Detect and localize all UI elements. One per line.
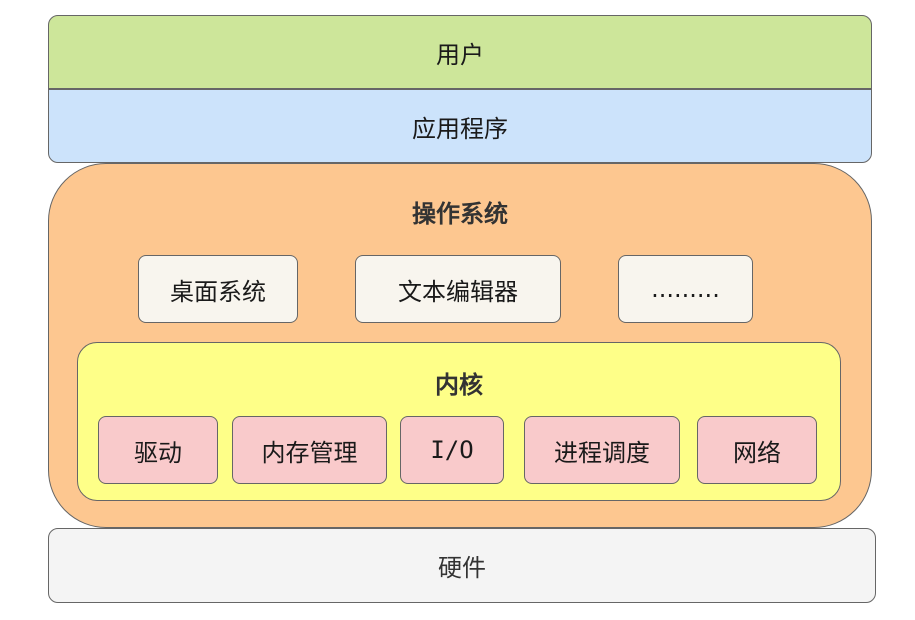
kernel-box: 内核 驱动 内存管理 I/O 进程调度 网络 bbox=[77, 342, 841, 501]
more-apps-label: ......... bbox=[651, 275, 720, 303]
text-editor-box: 文本编辑器 bbox=[355, 255, 561, 323]
operating-system-title: 操作系统 bbox=[412, 200, 508, 228]
applications-layer-label: 应用程序 bbox=[412, 114, 508, 143]
kernel-module-network: 网络 bbox=[697, 416, 817, 484]
kernel-module-process-scheduling-label: 进程调度 bbox=[554, 438, 650, 467]
hardware-layer: 硬件 bbox=[48, 528, 876, 603]
desktop-system-box: 桌面系统 bbox=[138, 255, 298, 323]
kernel-module-memory-management-label: 内存管理 bbox=[261, 438, 358, 467]
kernel-module-driver-label: 驱动 bbox=[134, 438, 182, 467]
kernel-module-driver: 驱动 bbox=[98, 416, 218, 484]
user-layer: 用户 bbox=[48, 15, 872, 89]
applications-layer: 应用程序 bbox=[48, 89, 872, 163]
hardware-layer-label: 硬件 bbox=[438, 554, 486, 582]
kernel-module-network-label: 网络 bbox=[733, 438, 781, 467]
desktop-system-label: 桌面系统 bbox=[170, 277, 266, 306]
kernel-module-io-label: I/O bbox=[430, 436, 474, 464]
more-apps-box: ......... bbox=[618, 255, 753, 323]
operating-system-layer: 操作系统 桌面系统 文本编辑器 ......... 内核 驱动 内存管理 I/O… bbox=[48, 163, 872, 528]
user-layer-label: 用户 bbox=[436, 40, 484, 69]
kernel-title: 内核 bbox=[435, 371, 483, 399]
kernel-module-memory-management: 内存管理 bbox=[232, 416, 387, 484]
kernel-module-process-scheduling: 进程调度 bbox=[524, 416, 680, 484]
kernel-module-io: I/O bbox=[400, 416, 504, 484]
text-editor-label: 文本编辑器 bbox=[398, 277, 518, 306]
